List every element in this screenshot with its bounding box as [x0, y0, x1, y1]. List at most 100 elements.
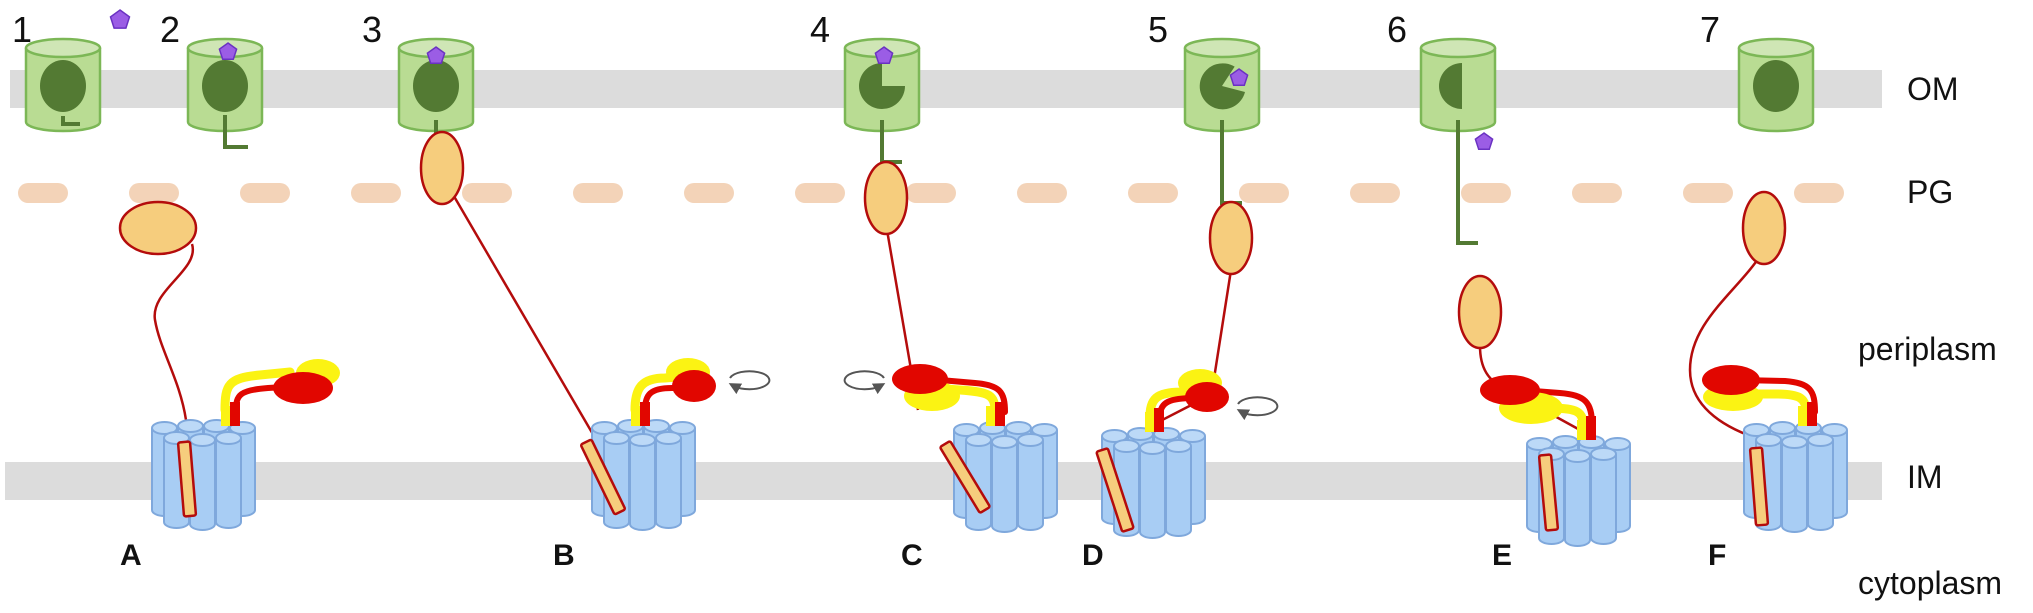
exbd-tm-stub-red: [640, 402, 650, 426]
receptor-plug: [202, 60, 248, 112]
layer-label-periplasm: periplasm: [1858, 331, 1997, 367]
exbb-subunit-top: [1821, 423, 1848, 437]
receptor-7: [1737, 37, 1815, 133]
rotation-arrow-icon: [843, 370, 886, 395]
step-number-2: 2: [160, 9, 180, 50]
ligand-icon: [426, 46, 446, 65]
receptor-6: [1419, 37, 1497, 133]
state-letter-e: E: [1492, 539, 1512, 572]
ligand-icon: [1229, 68, 1249, 87]
exbb-subunit-top: [1590, 447, 1617, 461]
exbb-subunit-top: [189, 433, 216, 447]
state-letter-b: B: [553, 539, 575, 572]
exbb-subunit-top: [669, 421, 696, 435]
exbb-subunit-top: [629, 433, 656, 447]
exbd-tm-stub-red: [995, 402, 1005, 426]
exbd-periplasmic-domain-red: [672, 370, 716, 402]
tonb-linker: [153, 243, 195, 421]
peptidoglycan-dash: [684, 183, 734, 203]
motor-a: [151, 419, 256, 531]
receptor-barrel-top: [24, 37, 102, 59]
exbd-linker-yellow: [220, 367, 295, 415]
state-letter-d: D: [1082, 539, 1104, 572]
peptidoglycan-dash: [1239, 183, 1289, 203]
receptor-barrel-top: [1183, 37, 1261, 59]
exbb-subunit-top: [1165, 439, 1192, 453]
layer-label-im: IM: [1907, 459, 1943, 495]
outer-membrane-band: [10, 70, 1882, 108]
receptor-barrel-top: [1419, 37, 1497, 59]
exbb-subunit: [1807, 440, 1834, 531]
tonb-linker: [446, 185, 610, 461]
ton-box-hook: [61, 116, 80, 126]
receptor-3: [397, 37, 475, 133]
step-number-4: 4: [810, 9, 830, 50]
peptidoglycan-dash: [906, 183, 956, 203]
tonb-ctd: [118, 200, 198, 256]
receptor-5: [1183, 37, 1261, 133]
ligand-icon: [1474, 132, 1494, 151]
exbb-subunit-top: [1769, 421, 1796, 435]
exbb-subunit-top: [1139, 441, 1166, 455]
receptor-plug: [1753, 60, 1799, 112]
peptidoglycan-dash: [1794, 183, 1844, 203]
peptidoglycan-layer: [18, 183, 1844, 203]
ligand-icon: [874, 46, 894, 65]
exbd-tm-stub-red: [230, 402, 240, 426]
exbb-subunit: [655, 438, 682, 529]
exbd-periplasmic-domain-red: [273, 372, 333, 404]
tonb-ctd: [1457, 274, 1503, 350]
exbb-subunit-top: [1005, 421, 1032, 435]
state-letter-c: C: [901, 539, 923, 572]
step-number-1: 1: [12, 9, 32, 50]
peptidoglycan-dash: [129, 183, 179, 203]
state-letter-f: F: [1708, 539, 1726, 572]
exbb-subunit-top: [1604, 437, 1631, 451]
exbb-subunit: [1781, 442, 1808, 533]
exbd-linker-yellow: [630, 371, 695, 415]
exbd-tm-stub-red: [1807, 402, 1817, 426]
receptor-plug: [413, 60, 459, 112]
tonb-transmembrane-e: [1537, 453, 1560, 532]
step-number-3: 3: [362, 9, 382, 50]
exbb-subunit-top: [1755, 433, 1782, 447]
tonb-transmembrane-a: [176, 440, 198, 518]
peptidoglycan-dash: [573, 183, 623, 203]
peptidoglycan-dash: [462, 183, 512, 203]
rotation-arrow-icon: [1236, 396, 1279, 421]
tonb-linker: [1211, 269, 1233, 386]
exbb-subunit-top: [1031, 423, 1058, 437]
exbb-subunit: [1564, 456, 1591, 547]
peptidoglycan-dash: [1017, 183, 1067, 203]
receptor-plug: [1199, 63, 1245, 110]
peptidoglycan-dash: [1461, 183, 1511, 203]
receptor-1: [24, 37, 102, 133]
exbd-tm-stub-yellow: [1145, 412, 1154, 432]
tonb-ctd: [1741, 190, 1787, 266]
exbb-exbd-motors: [151, 358, 1848, 547]
layer-label-pg: PG: [1907, 174, 1953, 210]
peptidoglycan-dash: [351, 183, 401, 203]
peptidoglycan-dash: [1572, 183, 1622, 203]
exbd-periplasmic-domain-red: [892, 364, 948, 394]
exbd-tm-stub-yellow: [986, 406, 995, 426]
tonb-transmembrane-f: [1748, 446, 1770, 527]
peptidoglycan-dash: [1350, 183, 1400, 203]
exbd-tm-stub-yellow: [631, 406, 640, 426]
peptidoglycan-dash: [18, 183, 68, 203]
exbb-subunit: [629, 440, 656, 531]
receptor-plug: [40, 60, 86, 112]
exbb-subunit-top: [1017, 433, 1044, 447]
receptor-barrel-top: [1737, 37, 1815, 59]
exbb-subunit-top: [655, 431, 682, 445]
peptidoglycan-dash: [795, 183, 845, 203]
receptor-plug: [1439, 63, 1462, 109]
layer-label-om: OM: [1907, 71, 1959, 107]
step-number-7: 7: [1700, 9, 1720, 50]
exbb-subunit: [1165, 446, 1192, 537]
state-letter-a: A: [120, 539, 142, 572]
tonb-transmembrane-b: [580, 438, 626, 516]
exbd-tm-stub-yellow: [1577, 420, 1586, 440]
exbb-subunit-top: [177, 419, 204, 433]
